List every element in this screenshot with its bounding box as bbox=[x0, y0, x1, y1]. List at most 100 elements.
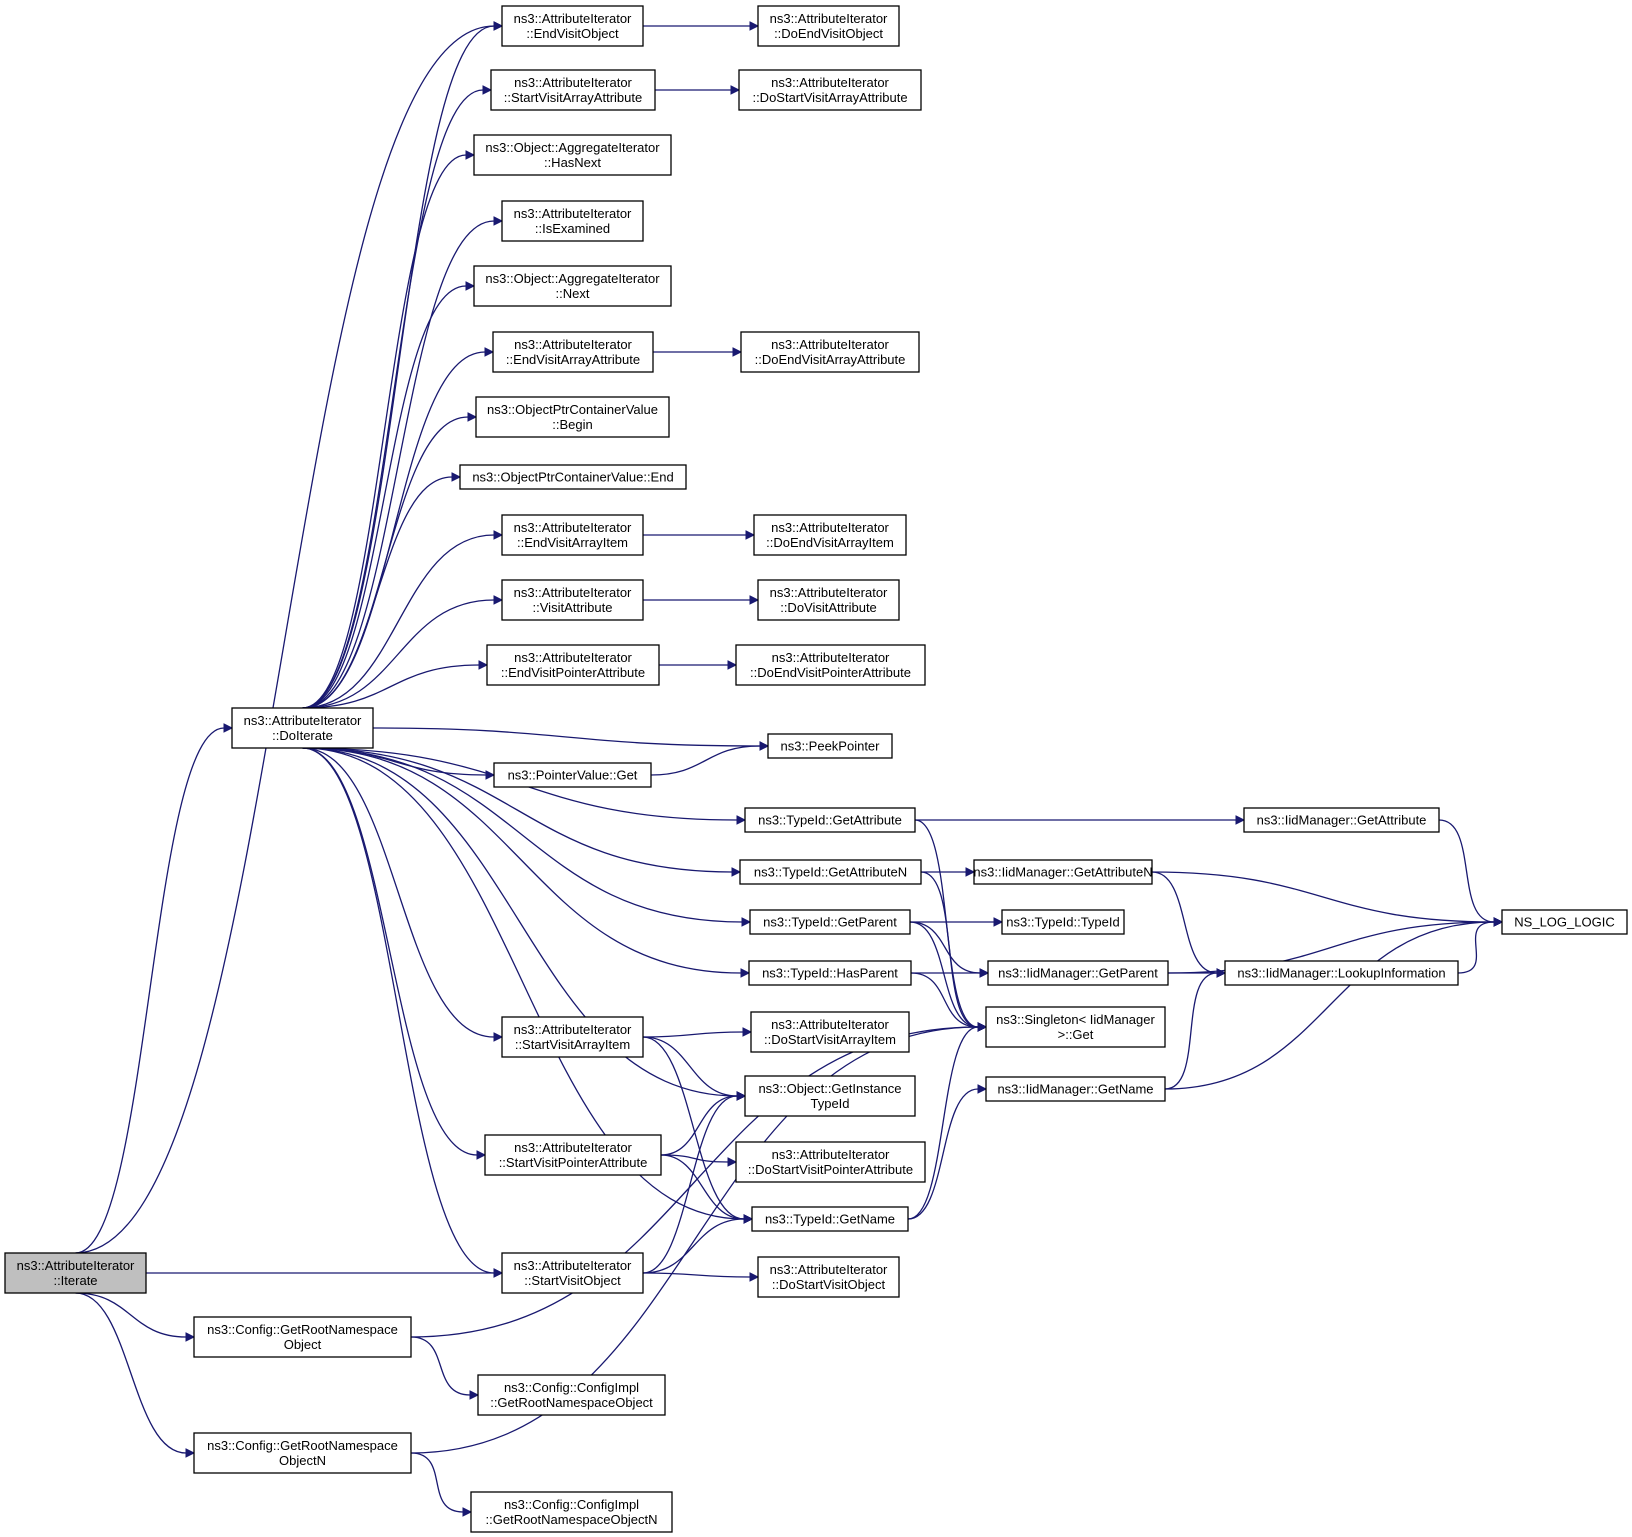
edge-iterate-to-grn_objn bbox=[75, 1292, 196, 1458]
node-agg_next[interactable]: ns3::Object::AggregateIterator::Next bbox=[473, 265, 672, 307]
node-label: ns3::AttributeIterator bbox=[771, 520, 889, 535]
edge-line bbox=[1164, 972, 1218, 1090]
node-pointervalue_get[interactable]: ns3::PointerValue::Get bbox=[493, 762, 652, 788]
node-iid_getattrn[interactable]: ns3::IidManager::GetAttributeN bbox=[973, 859, 1153, 885]
node-box bbox=[470, 1491, 673, 1533]
edge-arrowhead bbox=[465, 150, 476, 160]
edge-arrowhead bbox=[745, 530, 756, 540]
node-box bbox=[492, 331, 654, 373]
edge-doiterate-to-endvisitptrattr bbox=[302, 660, 489, 709]
edge-typeid_hasparent-to-singleton_get bbox=[910, 972, 988, 1032]
node-typeid_getattr[interactable]: ns3::TypeId::GetAttribute bbox=[744, 807, 916, 833]
edge-arrowhead bbox=[493, 1032, 504, 1042]
node-dostartvisitarritem[interactable]: ns3::AttributeIterator::DoStartVisitArra… bbox=[750, 1011, 910, 1053]
node-doiterate[interactable]: ns3::AttributeIterator::DoIterate bbox=[231, 707, 374, 749]
edge-arrowhead bbox=[462, 1507, 473, 1517]
edge-arrowhead bbox=[1493, 917, 1504, 927]
node-box bbox=[473, 134, 672, 176]
node-singleton_get[interactable]: ns3::Singleton< IidManager >::Get bbox=[985, 1006, 1166, 1048]
edge-line bbox=[642, 1218, 745, 1274]
node-doendvisitobj[interactable]: ns3::AttributeIterator::DoEndVisitObject bbox=[757, 5, 900, 47]
edge-arrowhead bbox=[469, 1390, 480, 1400]
node-isexamined[interactable]: ns3::AttributeIterator::IsExamined bbox=[501, 200, 644, 242]
edge-line bbox=[302, 89, 484, 709]
node-box bbox=[757, 1256, 900, 1298]
node-typeid_getparent[interactable]: ns3::TypeId::GetParent bbox=[749, 909, 911, 935]
edge-line bbox=[302, 664, 480, 709]
node-doendvisitarritem[interactable]: ns3::AttributeIterator::DoEndVisitArrayI… bbox=[753, 514, 907, 556]
node-optr_begin[interactable]: ns3::ObjectPtrContainerValue::Begin bbox=[475, 396, 670, 438]
node-ns_log_logic[interactable]: NS_LOG_LOGIC bbox=[1501, 909, 1628, 935]
edge-arrowhead bbox=[730, 85, 741, 95]
node-endvisitptrattr[interactable]: ns3::AttributeIterator::EndVisitPointerA… bbox=[486, 644, 660, 686]
node-box bbox=[501, 5, 644, 47]
node-dovisitattr[interactable]: ns3::AttributeIterator::DoVisitAttribute bbox=[757, 579, 900, 621]
node-startvisitarritem[interactable]: ns3::AttributeIterator::StartVisitArrayI… bbox=[501, 1016, 644, 1058]
node-box bbox=[767, 733, 893, 759]
node-startvisitptrattr[interactable]: ns3::AttributeIterator::StartVisitPointe… bbox=[484, 1134, 662, 1176]
edge-line bbox=[302, 747, 733, 873]
node-box bbox=[748, 960, 912, 986]
node-peekpointer[interactable]: ns3::PeekPointer bbox=[767, 733, 893, 759]
node-endvisitobj[interactable]: ns3::AttributeIterator::EndVisitObject bbox=[501, 5, 644, 47]
node-typeid_hasparent[interactable]: ns3::TypeId::HasParent bbox=[748, 960, 912, 986]
node-label: ::DoIterate bbox=[272, 728, 333, 743]
edge-line bbox=[910, 972, 979, 1028]
node-typeid_getattrn[interactable]: ns3::TypeId::GetAttributeN bbox=[739, 859, 922, 885]
edge-line bbox=[660, 1154, 729, 1163]
node-cfgimpl_obj[interactable]: ns3::Config::ConfigImpl::GetRootNamespac… bbox=[477, 1374, 666, 1416]
node-grn_objn[interactable]: ns3::Config::GetRootNamespaceObjectN bbox=[193, 1432, 412, 1474]
edge-endvisitobj-to-doendvisitobj bbox=[643, 21, 760, 31]
edge-doiterate-to-agg_next bbox=[302, 281, 476, 709]
node-iid_getattr[interactable]: ns3::IidManager::GetAttribute bbox=[1243, 807, 1440, 833]
node-doendvisitarrattr[interactable]: ns3::AttributeIterator::DoEndVisitArrayA… bbox=[740, 331, 920, 373]
node-typeid_getname[interactable]: ns3::TypeId::GetName bbox=[751, 1206, 909, 1232]
edge-arrowhead bbox=[749, 1272, 760, 1282]
node-label: ns3::TypeId::TypeId bbox=[1006, 915, 1119, 930]
edge-doiterate-to-isexamined bbox=[302, 216, 504, 709]
node-box bbox=[738, 69, 922, 111]
node-iid_lookup[interactable]: ns3::IidManager::LookupInformation bbox=[1224, 960, 1459, 986]
edge-line bbox=[907, 1088, 979, 1220]
edge-line bbox=[302, 747, 743, 923]
node-startvisitobj[interactable]: ns3::AttributeIterator::StartVisitObject bbox=[501, 1252, 644, 1294]
node-dostartvisitobj[interactable]: ns3::AttributeIterator::DoStartVisitObje… bbox=[757, 1256, 900, 1298]
edge-arrowhead bbox=[465, 281, 476, 291]
node-label: ::StartVisitObject bbox=[524, 1273, 621, 1288]
edge-doiterate-to-startvisitarrattr bbox=[302, 85, 493, 709]
node-box bbox=[501, 1016, 644, 1058]
node-dostartvisitarrattr[interactable]: ns3::AttributeIterator::DoStartVisitArra… bbox=[738, 69, 922, 111]
node-iid_getname[interactable]: ns3::IidManager::GetName bbox=[985, 1076, 1166, 1102]
node-iterate[interactable]: ns3::AttributeIterator::Iterate bbox=[4, 1252, 147, 1294]
node-label: ::DoEndVisitPointerAttribute bbox=[750, 665, 911, 680]
edge-doiterate-to-visitattr bbox=[302, 595, 504, 709]
edge-arrowhead bbox=[977, 1084, 988, 1094]
node-agg_hasnext[interactable]: ns3::Object::AggregateIterator::HasNext bbox=[473, 134, 672, 176]
node-label: ns3::Object::AggregateIterator bbox=[485, 271, 660, 286]
node-iid_getparent[interactable]: ns3::IidManager::GetParent bbox=[987, 960, 1169, 986]
node-dostartvisitptrattr[interactable]: ns3::AttributeIterator::DoStartVisitPoin… bbox=[735, 1141, 926, 1183]
node-grn_obj[interactable]: ns3::Config::GetRootNamespaceObject bbox=[193, 1316, 412, 1358]
edge-typeid_hasparent-to-iid_getparent bbox=[911, 968, 990, 978]
node-optr_end[interactable]: ns3::ObjectPtrContainerValue::End bbox=[459, 464, 687, 490]
edge-line bbox=[909, 921, 981, 974]
edge-arrowhead bbox=[493, 595, 504, 605]
node-visitattr[interactable]: ns3::AttributeIterator::VisitAttribute bbox=[501, 579, 644, 621]
edge-line bbox=[1151, 871, 1495, 923]
node-cfgimpl_objn[interactable]: ns3::Config::ConfigImpl::GetRootNamespac… bbox=[470, 1491, 673, 1533]
node-label: >::Get bbox=[1058, 1027, 1094, 1042]
node-endvisitarrattr[interactable]: ns3::AttributeIterator::EndVisitArrayAtt… bbox=[492, 331, 654, 373]
node-label: ns3::AttributeIterator bbox=[514, 520, 632, 535]
node-label: ::VisitAttribute bbox=[533, 600, 613, 615]
node-label: ns3::AttributeIterator bbox=[771, 337, 889, 352]
node-doendvisitptrattr[interactable]: ns3::AttributeIterator::DoEndVisitPointe… bbox=[735, 644, 926, 686]
node-typeid_typeid[interactable]: ns3::TypeId::TypeId bbox=[1001, 909, 1125, 935]
edge-arrowhead bbox=[979, 968, 990, 978]
edge-grn_objn-to-cfgimpl_objn bbox=[410, 1452, 473, 1517]
node-endvisitarritem[interactable]: ns3::AttributeIterator::EndVisitArrayIte… bbox=[501, 514, 644, 556]
node-box bbox=[475, 396, 670, 438]
node-box bbox=[751, 1206, 909, 1232]
node-startvisitarrattr[interactable]: ns3::AttributeIterator::StartVisitArrayA… bbox=[490, 69, 656, 111]
